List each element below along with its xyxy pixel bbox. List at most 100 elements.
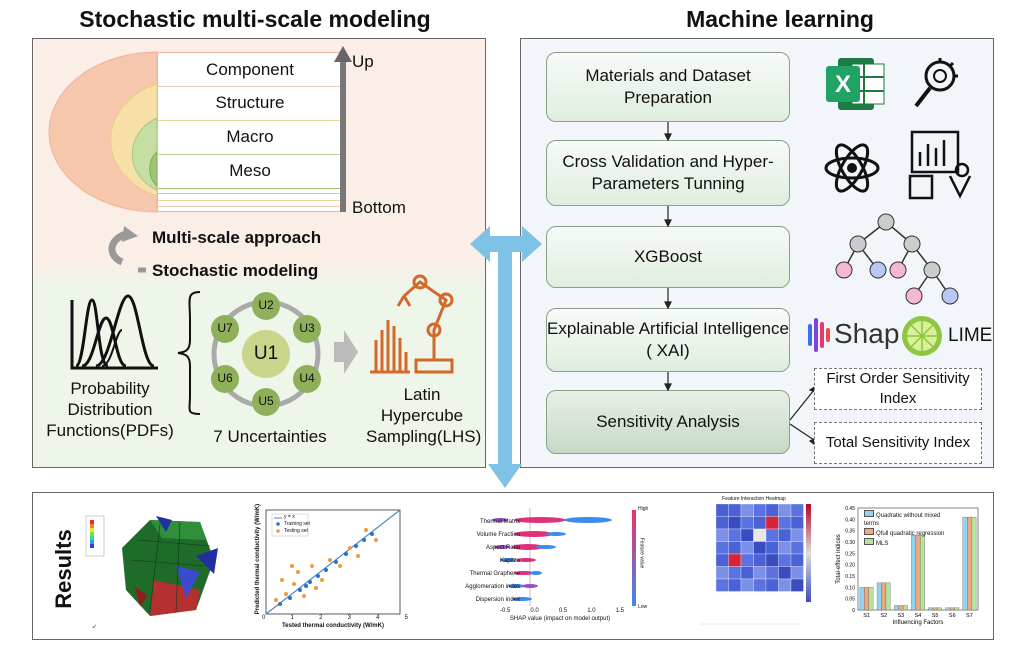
bar [967,516,972,611]
legend-label: MLS [876,541,889,547]
lhs-label-line2: Hypercube [380,406,464,425]
tick-label: 2 [319,615,323,621]
layer-macro: Macro [158,120,342,155]
bar [945,607,951,611]
left-section-title: Stochastic multi-scale modeling [79,6,431,32]
shap-feature: Kapitza [499,558,520,564]
y-tick-label: 0.10 [845,585,855,591]
tick-label: 5 [404,615,408,621]
bar [928,607,934,611]
bottom-label: Bottom [352,198,406,217]
bar [868,587,874,611]
pdf-label-line2: Distribution [67,400,153,419]
x-tick-label: S4 [915,613,922,619]
lhs-label-line1: Latin [403,385,441,404]
y-tick-label: 0.15 [845,574,855,580]
shap-colorbar-high: High [638,506,649,512]
tick-label: 4 [376,615,380,621]
uncertainty-node [293,315,321,343]
layer-structure: Structure [158,86,342,121]
shap-label: Shap [834,318,900,349]
y-tick-label: 0 [852,608,855,614]
bar [885,582,891,611]
bar [932,607,938,611]
uncertainty-center-node [242,330,290,378]
bar [894,605,899,611]
bar [881,582,887,611]
legend-swatch [864,528,874,535]
shap-feature: Volume Fraction [476,532,520,538]
uncertainty-node [252,292,280,320]
layer-divider [158,206,342,207]
uncertainty-node [293,365,321,393]
uncertainty-label: U7 [217,321,233,335]
y-tick-label: 0.35 [845,529,855,535]
pdf-label: Probability Distribution Functions(PDFs) [44,378,176,441]
legend-swatch [864,538,874,545]
lhs-label: Latin Hypercube Sampling(LHS) [366,384,481,447]
tick-label: 0 [262,615,266,621]
x-tick-label: S5 [932,613,939,619]
ml-step-xgboost: XGBoost [546,226,790,288]
bar [876,582,882,611]
svg-text:↙: ↙ [92,624,97,630]
multiscale-approach-label: Multi-scale approach [152,228,322,247]
svg-text:X: X [835,71,851,98]
shap-x-ticks: -0.5 0.0 0.5 1.0 1.5 [500,608,624,614]
legend-item: MLS [864,538,956,548]
x-tick-label: S6 [949,613,956,619]
shap-feature: Thermal Matrix [479,519,520,525]
y-tick-label: 0.20 [845,563,855,569]
tick-label: 1.0 [587,608,596,614]
bar [920,535,925,611]
uncertainty-center-label: U1 [253,343,279,364]
bar [971,516,977,611]
uncertainty-node [211,365,239,393]
ml-step-xai: Explainable Artificial Intelligence ( XA… [546,308,790,372]
parity-x-ticks: 0 1 2 3 4 5 [262,615,408,621]
first-order-index-box: First Order Sensitivity Index [814,368,982,410]
ml-step-dataset: Materials and Dataset Preparation [546,52,790,122]
parity-xlabel: Tested thermal conductivity (W/mK) [282,623,384,629]
shap-xlabel: SHAP value (impact on model output) [509,616,611,622]
tick-label: 1.5 [615,608,624,614]
bar [937,607,942,611]
tick-label: -0.5 [500,608,511,614]
uncertainty-label: U4 [299,371,315,385]
legend-label: Quadratic without mixed terms [864,513,941,527]
legend-item: Quadratic without mixed terms [864,510,956,528]
shap-colorbar-low: Low [638,604,648,610]
bar [954,607,960,611]
uncertainty-label: U2 [258,298,274,312]
ml-step-cross-validation: Cross Validation and Hyper-Parameters Tu… [546,140,790,206]
tick-label: 3 [347,615,351,621]
layer-divider [158,193,342,194]
y-tick-label: 0.30 [845,540,855,546]
lime-label: LIME [948,325,993,346]
uncertainty-label: U5 [258,394,274,408]
x-tick-label: S3 [897,613,904,619]
pdf-label-line3: Functions(PDFs) [46,421,174,440]
legend-item: Qfull quadratic regression [864,528,956,538]
x-tick-label: S2 [880,613,887,619]
heatmap-cell [790,578,804,592]
bar [902,605,908,611]
stochastic-modeling-label: Stochastic modeling [152,261,319,280]
up-label: Up [352,52,374,71]
layer-divider [158,200,342,201]
tick-label: 1 [290,615,294,621]
